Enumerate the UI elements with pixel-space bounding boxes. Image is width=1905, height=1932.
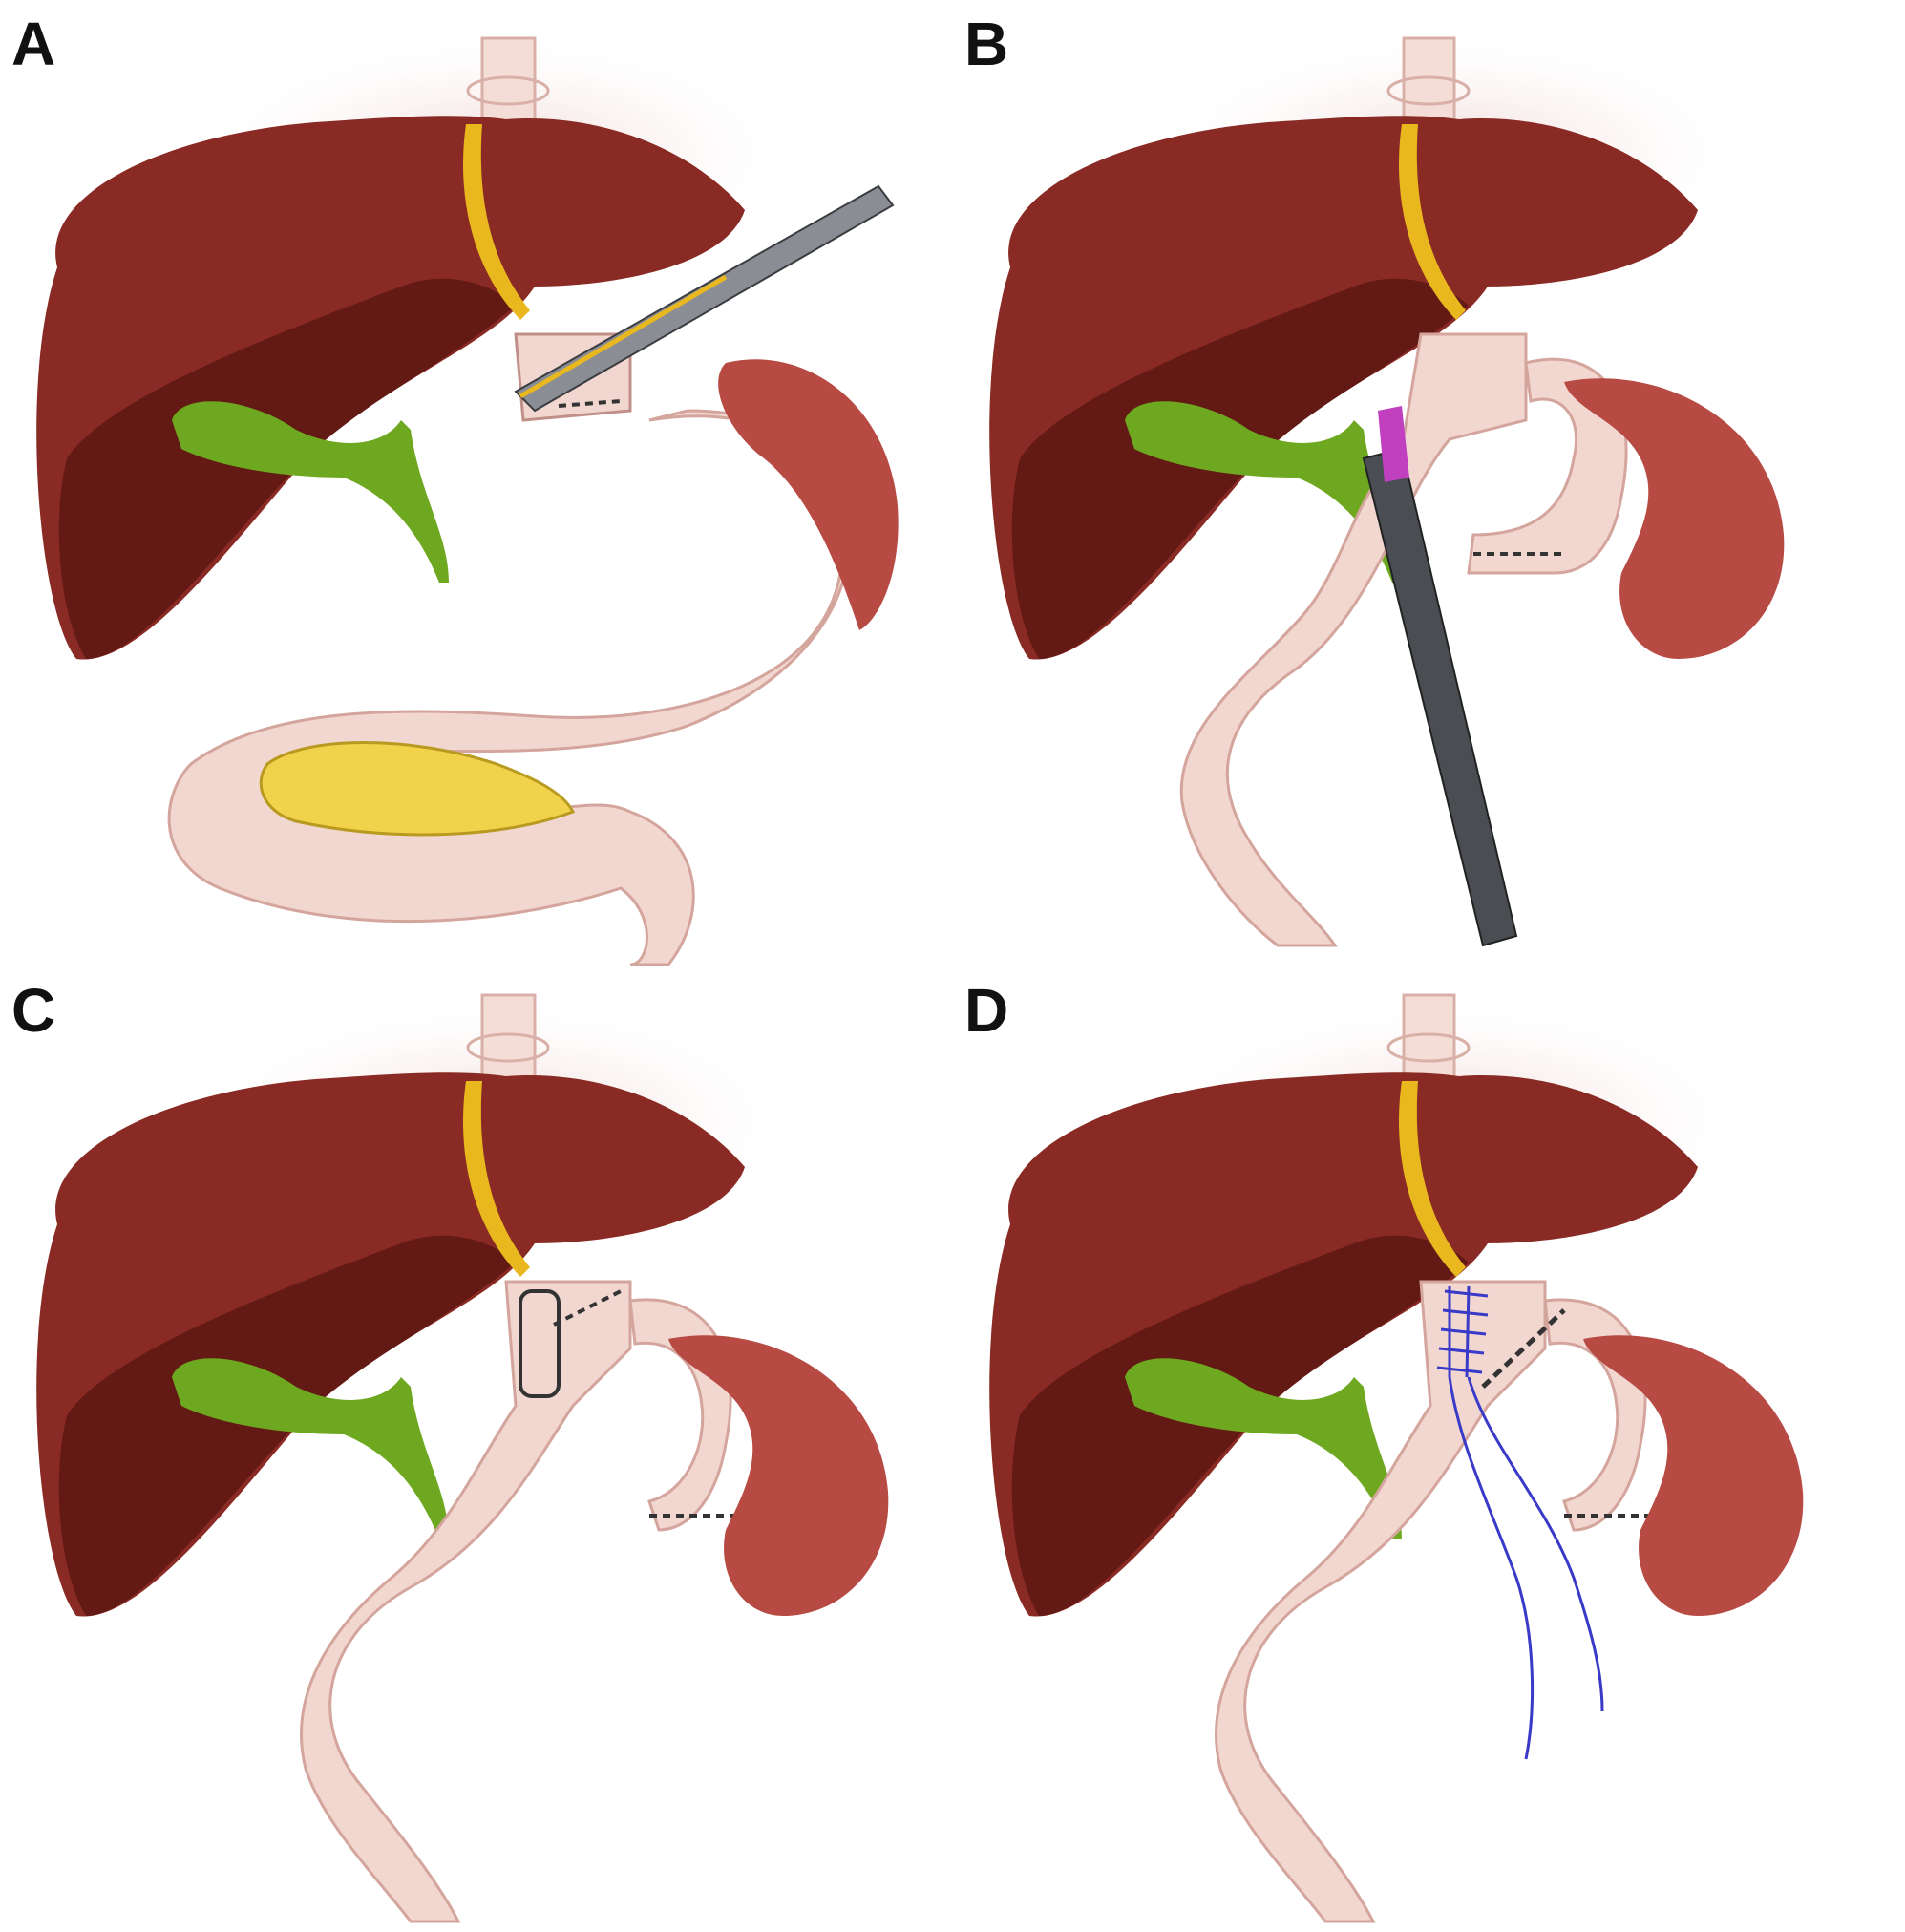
suture-thread-2 [1467, 1376, 1604, 1712]
stapler-instrument [514, 184, 895, 413]
esophagojejunostomy-limb [1215, 1280, 1547, 1923]
esophagus-ring [466, 1032, 550, 1063]
linear-stapler [1362, 447, 1518, 947]
gallbladder [172, 1358, 449, 1539]
gallbladder [1125, 1358, 1402, 1539]
stapler-cartridge [1378, 406, 1409, 482]
esophagus-ring [1386, 1032, 1471, 1063]
spleen [668, 1335, 889, 1616]
panel-a: A [0, 0, 952, 966]
panel-label-a: A [11, 10, 56, 78]
gallbladder [1125, 401, 1402, 583]
hand-sewn-sutures [1436, 1285, 1604, 1760]
panel-b-illustration [989, 29, 1785, 947]
panel-label-b: B [964, 10, 1009, 78]
esophageal-stump-jejunum [1179, 332, 1528, 947]
spleen [1564, 378, 1785, 659]
falciform-ligament [1398, 1081, 1466, 1277]
staple-line [558, 399, 622, 408]
panel-b: B [953, 0, 1905, 966]
common-opening [519, 1289, 561, 1398]
jejunal-loop [628, 1298, 732, 1532]
panel-label-c: C [11, 976, 56, 1045]
esophagojejunostomy-limb [300, 1280, 632, 1923]
stapler-jaw [519, 274, 728, 399]
falciform-ligament [462, 1081, 530, 1277]
panel-label-d: D [964, 976, 1009, 1045]
panel-c-illustration [36, 993, 889, 1923]
panel-c: C [0, 966, 952, 1932]
gallbladder [172, 401, 449, 583]
panel-d-illustration [989, 993, 1804, 1923]
esophagus-ring [1386, 75, 1471, 106]
falciform-ligament [1398, 124, 1466, 320]
jejunal-loop [1543, 1298, 1647, 1532]
panel-a-illustration [36, 29, 899, 966]
spleen [718, 359, 899, 630]
panel-d: D [953, 966, 1905, 1932]
falciform-ligament [462, 124, 530, 320]
suture-thread-1 [1448, 1376, 1535, 1760]
spleen [1583, 1335, 1804, 1616]
esophagus-ring [466, 75, 550, 106]
pancreas [259, 741, 576, 837]
staple-line [1481, 1308, 1566, 1389]
